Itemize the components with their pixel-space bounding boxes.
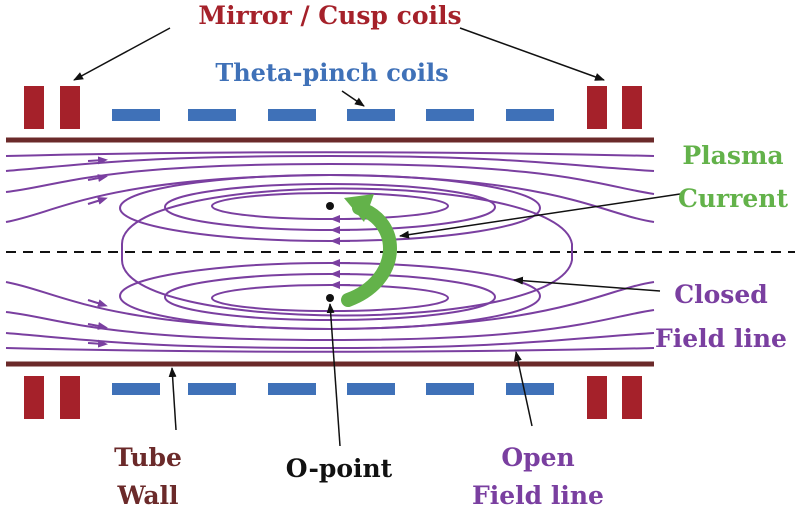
open-field-line: [5, 347, 655, 353]
tube-wall: [6, 137, 654, 367]
open-field-line: [5, 162, 655, 195]
leader-mirror-right: [459, 27, 605, 81]
theta-coil: [426, 383, 474, 395]
field-arrow: [87, 299, 108, 308]
theta-pinch-coils: [112, 109, 554, 395]
mirror-coil: [24, 376, 44, 419]
open-field-line: [5, 154, 655, 172]
leader-lines: [73, 27, 681, 447]
field-arrow: [87, 339, 108, 348]
theta-coil: [268, 109, 316, 121]
mirror-cusp-coils: [24, 86, 642, 419]
mirror-coil: [60, 86, 80, 129]
mirror-coil: [60, 376, 80, 419]
theta-coil: [506, 383, 554, 395]
leader-closed: [513, 276, 661, 292]
label-current: Current: [678, 184, 788, 213]
theta-coil: [347, 109, 395, 121]
label-tube: Tube: [114, 443, 182, 472]
plasma-current-arrowhead: [344, 194, 374, 222]
mirror-coil: [24, 86, 44, 129]
field-arrow: [87, 156, 108, 165]
theta-coil: [506, 109, 554, 121]
open-field-line: [5, 332, 655, 350]
label-theta-pinch-coils: Theta-pinch coils: [215, 58, 448, 87]
label-open: Open: [501, 443, 574, 472]
label-closed-field-line: Field line: [655, 324, 787, 353]
plasma-current-arrow: [341, 194, 397, 307]
field-arrow: [87, 174, 108, 183]
theta-coil: [347, 383, 395, 395]
label-open-field-line: Field line: [472, 481, 604, 510]
mirror-coil: [587, 86, 607, 129]
mirror-coil: [622, 376, 642, 419]
leader-opoint: [326, 303, 341, 447]
field-direction-arrows: [87, 156, 350, 348]
theta-coil: [268, 383, 316, 395]
field-arrow: [87, 196, 108, 205]
mirror-coil: [587, 376, 607, 419]
leader-tube: [168, 367, 177, 431]
theta-coil: [112, 109, 160, 121]
o-point-dot: [326, 294, 334, 302]
label-o-point: O-point: [286, 454, 393, 483]
field-lines: [5, 151, 655, 353]
plasma-current-arc: [341, 201, 397, 307]
leader-mirror-left: [73, 27, 171, 81]
label-mirror-cusp-coils: Mirror / Cusp coils: [198, 1, 461, 30]
mirror-coil: [622, 86, 642, 129]
field-arrow: [87, 321, 108, 330]
label-closed: Closed: [674, 280, 768, 309]
theta-coil: [188, 383, 236, 395]
leader-theta: [341, 90, 365, 107]
open-field-line: [5, 151, 655, 157]
label-wall: Wall: [116, 481, 178, 510]
theta-coil: [112, 383, 160, 395]
o-point-dot: [326, 202, 334, 210]
closed-field-line: [121, 187, 573, 317]
leader-open: [513, 351, 533, 427]
theta-coil: [188, 109, 236, 121]
theta-coil: [426, 109, 474, 121]
leader-plasma: [399, 193, 681, 239]
label-plasma: Plasma: [682, 141, 783, 170]
open-field-line: [5, 309, 655, 342]
